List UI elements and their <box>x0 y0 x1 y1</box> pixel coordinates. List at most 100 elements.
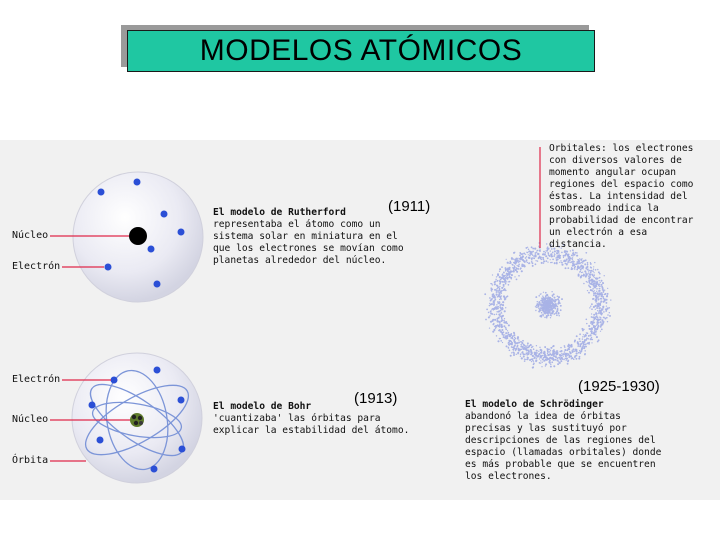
cloud-speck <box>572 348 575 351</box>
cloud-speck <box>532 247 535 250</box>
cloud-speck <box>576 268 578 270</box>
cloud-speck <box>495 306 497 308</box>
cloud-speck <box>561 356 563 359</box>
cloud-speck <box>494 298 497 301</box>
cloud-speck <box>488 327 491 329</box>
cloud-speck <box>519 253 522 255</box>
cloud-speck <box>576 265 580 268</box>
bohr-orbit <box>84 384 190 456</box>
cloud-speck <box>484 293 487 296</box>
cloud-speck <box>531 366 534 369</box>
cloud-speck <box>562 256 565 259</box>
cloud-speck <box>596 277 599 280</box>
cloud-speck <box>551 298 553 300</box>
cloud-speck <box>551 361 554 364</box>
cloud-speck <box>507 332 509 334</box>
cloud-speck <box>601 308 604 311</box>
cloud-speck <box>509 261 512 264</box>
cloud-speck <box>571 349 573 352</box>
cloud-speck <box>589 334 592 337</box>
cloud-speck <box>583 328 585 331</box>
cloud-speck <box>503 320 505 322</box>
cloud-speck <box>605 310 608 312</box>
cloud-speck <box>572 358 575 361</box>
cloud-speck <box>563 358 565 361</box>
cloud-speck <box>500 307 502 310</box>
cloud-speck <box>527 251 529 254</box>
cloud-speck <box>601 323 604 326</box>
cloud-speck <box>515 269 518 271</box>
electron-dot <box>177 228 185 236</box>
cloud-speck <box>535 260 537 262</box>
cloud-speck <box>551 261 553 264</box>
cloud-speck <box>523 358 526 360</box>
cloud-speck <box>548 300 550 302</box>
cloud-speck <box>497 305 500 308</box>
cloud-speck <box>489 320 493 323</box>
cloud-speck <box>548 301 550 303</box>
cloud-speck <box>497 310 500 313</box>
cloud-speck <box>579 262 581 265</box>
cloud-speck <box>519 348 521 351</box>
cloud-speck <box>567 345 570 348</box>
cloud-speck <box>541 366 543 368</box>
cloud-speck <box>495 289 498 291</box>
cloud-speck <box>606 292 609 295</box>
cloud-speck <box>525 352 528 355</box>
cloud-speck <box>573 261 575 263</box>
cloud-speck <box>550 244 552 246</box>
cloud-speck <box>501 341 504 344</box>
cloud-speck <box>571 357 574 360</box>
cloud-speck <box>565 354 567 357</box>
cloud-speck <box>606 320 609 323</box>
cloud-speck <box>573 266 576 269</box>
cloud-speck <box>603 316 605 319</box>
cloud-speck <box>558 356 560 359</box>
cloud-speck <box>564 267 567 270</box>
cloud-speck <box>521 265 524 268</box>
cloud-speck <box>598 289 600 292</box>
cloud-speck <box>498 329 501 332</box>
cloud-speck <box>545 260 548 262</box>
bohr-year: (1913) <box>354 390 398 407</box>
cloud-speck <box>546 257 549 260</box>
cloud-speck <box>540 362 542 364</box>
cloud-speck <box>581 340 584 343</box>
cloud-speck <box>553 365 556 368</box>
cloud-speck <box>603 275 605 277</box>
cloud-speck <box>507 346 510 349</box>
cloud-speck <box>498 301 501 304</box>
cloud-speck <box>536 306 538 309</box>
cloud-speck <box>559 261 561 264</box>
cloud-speck <box>533 362 535 365</box>
cloud-speck <box>491 303 493 305</box>
cloud-speck <box>598 276 601 279</box>
cloud-speck <box>498 298 501 301</box>
cloud-speck <box>527 254 529 256</box>
cloud-speck <box>589 289 592 292</box>
cloud-speck <box>602 306 604 308</box>
cloud-speck <box>535 349 538 352</box>
cloud-speck <box>594 304 597 307</box>
cloud-speck <box>599 321 602 324</box>
cloud-speck <box>489 315 491 317</box>
cloud-speck <box>559 358 562 361</box>
cloud-speck <box>590 313 593 315</box>
cloud-speck <box>507 281 509 283</box>
cloud-speck <box>598 292 601 295</box>
cloud-speck <box>515 342 519 345</box>
cloud-speck <box>597 271 600 274</box>
cloud-speck <box>501 280 504 283</box>
cloud-speck <box>598 279 600 282</box>
cloud-speck <box>546 302 548 305</box>
cloud-speck <box>581 327 584 330</box>
cloud-speck <box>530 351 533 354</box>
cloud-speck <box>504 277 507 279</box>
cloud-speck <box>491 284 494 286</box>
cloud-speck <box>588 277 591 280</box>
cloud-speck <box>493 328 496 332</box>
cloud-speck <box>505 281 507 284</box>
cloud-speck <box>522 353 525 355</box>
cloud-speck <box>545 299 547 302</box>
cloud-speck <box>553 250 556 253</box>
